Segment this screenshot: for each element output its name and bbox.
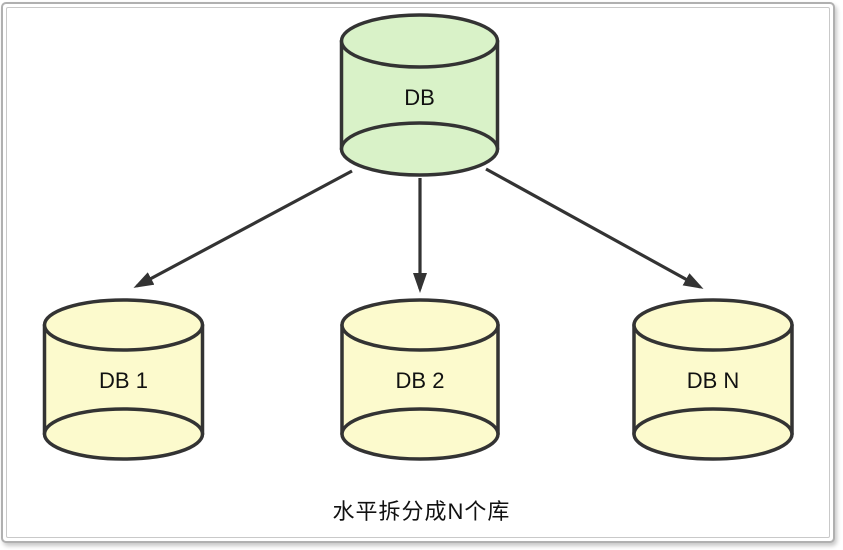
- dbn-node: DB N: [632, 298, 794, 461]
- arrows: [133, 167, 704, 293]
- db-root-bottom-ellipse: [339, 121, 500, 177]
- db2-bottom-ellipse: [340, 407, 500, 461]
- db2-label: DB 2: [396, 368, 445, 393]
- db-root-node: DB: [339, 13, 500, 177]
- diagram-caption: 水平拆分成N个库: [332, 499, 511, 524]
- db1-bottom-ellipse: [42, 407, 205, 461]
- db1-node: DB 1: [42, 298, 205, 461]
- dbn-top-ellipse: [632, 298, 794, 352]
- db1-top-ellipse: [42, 298, 205, 352]
- db2-top-ellipse: [340, 298, 500, 352]
- db2-node: DB 2: [340, 298, 500, 461]
- db1-label: DB 1: [99, 368, 148, 393]
- db-root-top-ellipse: [339, 13, 500, 69]
- arrow-root-to-dbn: [485, 167, 704, 289]
- db-root-label: DB: [404, 85, 435, 110]
- arrow-root-to-db1: [133, 169, 353, 288]
- dbn-bottom-ellipse: [632, 407, 794, 461]
- dbn-label: DB N: [687, 368, 740, 393]
